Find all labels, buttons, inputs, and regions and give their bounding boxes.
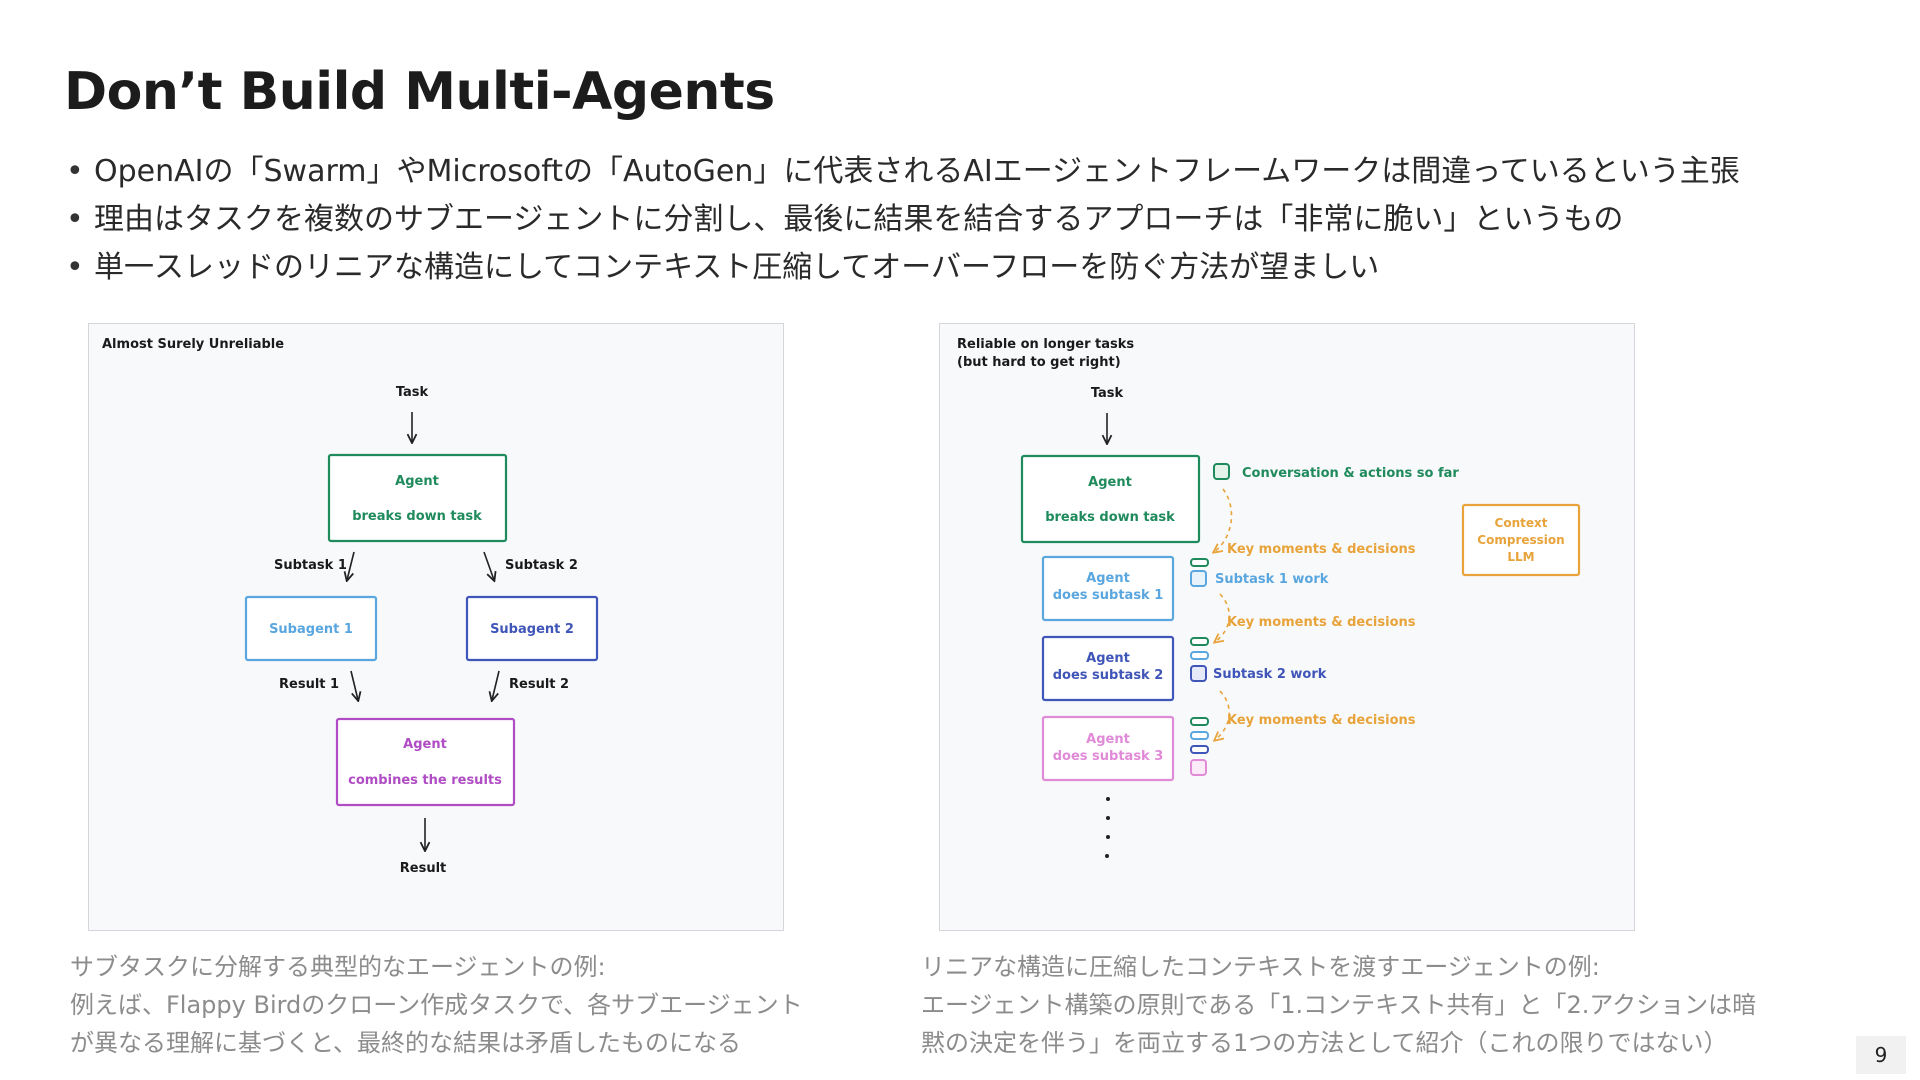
bullet-list: OpenAIの「Swarm」やMicrosoftの「AutoGen」に代表される… [64,148,1740,292]
agent-title: Agent [1088,475,1132,490]
page-number: 9 [1856,1036,1906,1074]
combine-agent-subtitle: combines the results [348,773,502,788]
continuation-dot [1105,854,1109,858]
agent-subtask2-box [1041,635,1175,702]
bullet-item: OpenAIの「Swarm」やMicrosoftの「AutoGen」に代表される… [64,148,1740,196]
compression-line1: Context [1495,516,1548,530]
compression-line3: LLM [1507,550,1534,564]
subtask1-label: Subtask 1 [274,558,347,573]
multi-agent-diagram: Almost Surely Unreliable Task Agent brea… [102,337,599,876]
subtask2-label: Subtask 2 [505,558,578,573]
agent-subtask2-subtitle: does subtask 2 [1053,668,1164,683]
compressed-context-block [1190,731,1209,740]
conversation-label: Conversation & actions so far [1242,466,1459,481]
combine-agent-box [335,717,516,807]
continuation-dot [1106,835,1110,839]
compressed-context-block [1190,651,1209,660]
diagram-heading-line1: Reliable on longer tasks [957,337,1134,352]
compression-flow [1215,593,1230,642]
key-moments-label: Key moments & decisions [1227,615,1416,630]
agent-subtask3-box [1041,715,1175,782]
task-label: Task [396,385,429,400]
context-block [1213,463,1230,480]
compressed-context-block [1190,637,1209,646]
result-label: Result [400,861,447,876]
bullet-item: 理由はタスクを複数のサブエージェントに分割し、最後に結果を結合するアプローチは「… [64,196,1740,244]
agent-subtask1-title: Agent [1086,571,1130,586]
context-compression-box [1461,503,1581,577]
agent-subtask1-box [1041,555,1175,622]
slide-title: Don’t Build Multi-Agents [64,62,775,122]
left-diagram-panel: Almost Surely Unreliable Task Agent brea… [88,323,784,931]
arrow [347,551,355,580]
agent-box [327,453,508,543]
agent-subtask3-subtitle: does subtask 3 [1053,749,1164,764]
caption-line: エージェント構築の原則である「1.コンテキスト共有」と「2.アクションは暗 [921,991,1757,1019]
caption-line: 例えば、Flappy Birdのクローン作成タスクで、各サブエージェント [70,991,803,1019]
linear-agent-diagram: Reliable on longer tasks (but hard to ge… [957,337,1581,858]
caption-line: 黙の決定を伴う」を両立する1つの方法として紹介（これの限りではない） [921,1029,1728,1057]
work-block [1190,665,1207,682]
result1-label: Result 1 [279,677,339,692]
compression-flow [1215,690,1230,740]
agent-subtask1-subtitle: does subtask 1 [1053,588,1164,603]
key-moments-label: Key moments & decisions [1227,542,1416,557]
compressed-context-block [1190,717,1209,726]
compression-flow [1214,488,1233,552]
combine-agent-title: Agent [403,737,447,752]
caption-line: サブタスクに分解する典型的なエージェントの例: [70,953,606,981]
right-diagram-panel: Reliable on longer tasks (but hard to ge… [939,323,1635,931]
agent-subtask3-title: Agent [1086,732,1130,747]
agent-box [1020,454,1201,544]
right-caption: リニアな構造に圧縮したコンテキストを渡すエージェントの例: エージェント構築の原… [921,948,1756,1062]
diagram-heading-line2: (but hard to get right) [957,355,1121,370]
agent-subtitle: breaks down task [1045,510,1175,525]
subtask1-work-label: Subtask 1 work [1215,572,1329,587]
result2-label: Result 2 [509,677,569,692]
subagent2-box [465,595,599,662]
subagent2-label: Subagent 2 [490,622,574,637]
work-block [1190,759,1207,776]
continuation-dot [1106,797,1110,801]
caption-line: リニアな構造に圧縮したコンテキストを渡すエージェントの例: [921,953,1600,981]
bullet-item: 単一スレッドのリニアな構造にしてコンテキスト圧縮してオーバーフローを防ぐ方法が望… [64,244,1740,292]
work-block [1190,570,1207,587]
arrow [483,551,494,580]
left-caption: サブタスクに分解する典型的なエージェントの例: 例えば、Flappy Birdの… [70,948,803,1062]
agent-subtask2-title: Agent [1086,651,1130,666]
arrow [492,670,500,700]
compression-line2: Compression [1477,533,1564,547]
subagent1-box [244,595,378,662]
task-label: Task [1091,386,1124,401]
compressed-context-block [1190,558,1209,567]
agent-title: Agent [395,474,439,489]
caption-line: が異なる理解に基づくと、最終的な結果は矛盾したものになる [70,1029,742,1057]
subagent1-label: Subagent 1 [269,622,353,637]
subtask2-work-label: Subtask 2 work [1213,667,1327,682]
compressed-context-block [1190,745,1209,754]
arrow [350,670,358,700]
agent-subtitle: breaks down task [352,509,482,524]
key-moments-label: Key moments & decisions [1227,713,1416,728]
continuation-dot [1106,816,1110,820]
diagram-heading: Almost Surely Unreliable [102,337,284,352]
